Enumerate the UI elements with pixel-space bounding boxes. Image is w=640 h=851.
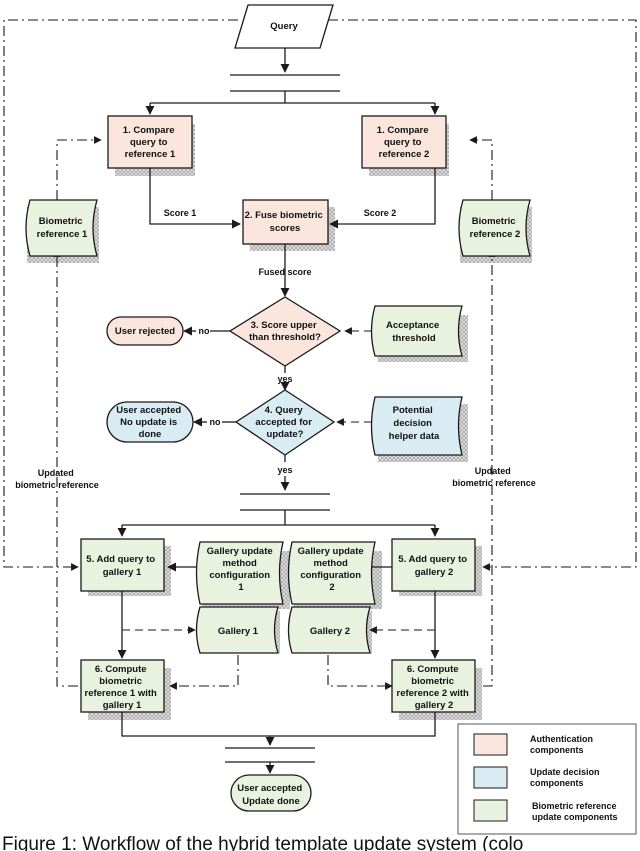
edge-labels: Score 1 Score 2 Fused score no yes no ye… [15,208,536,490]
compare-2-label: 1. Compare query to reference 2 [377,125,431,160]
user-accepted-updated: User accepted Update done [230,774,312,812]
user-accepted-no-update: User accepted No update is done [106,401,194,443]
update-loops [3,19,637,690]
reference-2-label: Biometric reference 2 [470,216,521,240]
compute-reference-2: 6. Compute biometric reference 2 with ga… [391,659,476,713]
gallery-1-label: Gallery 1 [218,626,259,637]
biometric-reference-1: Biometric reference 1 [25,199,98,257]
yes-label-3: yes [277,374,292,384]
add-2-label: 5. Add query to gallery 2 [398,554,469,578]
yes-label-4: yes [277,465,292,475]
helper-data-label: Potential decision helper data [389,405,440,442]
decision-helper-data: Potential decision helper data [370,396,463,456]
add-query-gallery-2: 5. Add query to gallery 2 [391,538,476,592]
gallery-config-2: Gallery update method configuration 2 [287,541,376,605]
compare-reference-1: 1. Compare query to reference 1 [107,115,193,169]
legend-swatch-update-decision [473,766,508,789]
update-decision: 4. Query accepted for update? [234,389,336,456]
legend-reference-update-label: Biometric reference update components [532,801,619,822]
legend-authentication-label: Authentication components [530,734,596,755]
fused-score-label: Fused score [258,267,311,277]
score-2-label: Score 2 [364,208,397,218]
score-1-label: Score 1 [164,208,197,218]
compute-2-label: 6. Compute biometric reference 2 with ga… [397,664,472,711]
biometric-reference-2: Biometric reference 2 [458,199,531,257]
gallery-1: Gallery 1 [195,606,279,654]
fuse-scores: 2. Fuse biometric scores [242,199,329,245]
gallery-2: Gallery 2 [287,606,371,654]
query-label: Query [270,21,298,32]
no-update-label: User accepted No update is done [116,405,184,440]
add-query-gallery-1: 5. Add query to gallery 1 [80,538,165,592]
query-node: Query [234,4,334,49]
compare-1-label: 1. Compare query to reference 1 [123,125,177,160]
acceptance-threshold: Acceptance threshold [370,305,463,357]
update-done-label: User accepted Update done [237,783,305,807]
gallery-2-label: Gallery 2 [310,626,350,637]
legend-swatch-reference-update [473,799,508,822]
legend-update-decision-label: Update decision components [530,767,602,788]
compute-1-label: 6. Compute biometric reference 1 with ga… [85,664,160,711]
legend: Authentication components Update decisio… [457,723,637,835]
reference-1-label: Biometric reference 1 [37,216,88,240]
threshold-decision-label: 3. Score upper than threshold? [249,320,321,343]
legend-swatch-authentication [473,733,508,756]
user-rejected: User rejected [106,316,184,346]
edges [117,48,440,774]
add-1-label: 5. Add query to gallery 1 [86,554,157,578]
config-1-label: Gallery update method configuration 1 [207,546,276,593]
fuse-label: 2. Fuse biometric scores [245,210,326,234]
threshold-decision: 3. Score upper than threshold? [228,296,342,367]
gallery-config-1: Gallery update method configuration 1 [195,541,284,605]
config-2-label: Gallery update method configuration 2 [298,546,367,593]
compare-reference-2: 1. Compare query to reference 2 [361,115,447,169]
compute-reference-1: 6. Compute biometric reference 1 with ga… [80,659,165,713]
updated-reference-left-label: Updated biometric reference [15,468,99,490]
no-label-4: no [210,417,221,427]
user-rejected-label: User rejected [115,326,175,337]
figure-caption: Figure 1: Workflow of the hybrid templat… [2,834,523,851]
data-flows [122,327,435,634]
update-decision-label: 4. Query accepted for update? [255,405,314,440]
acceptance-threshold-label: Acceptance threshold [386,320,442,344]
updated-reference-right-label: Updated biometric reference [452,466,536,488]
no-label-3: no [199,326,210,336]
